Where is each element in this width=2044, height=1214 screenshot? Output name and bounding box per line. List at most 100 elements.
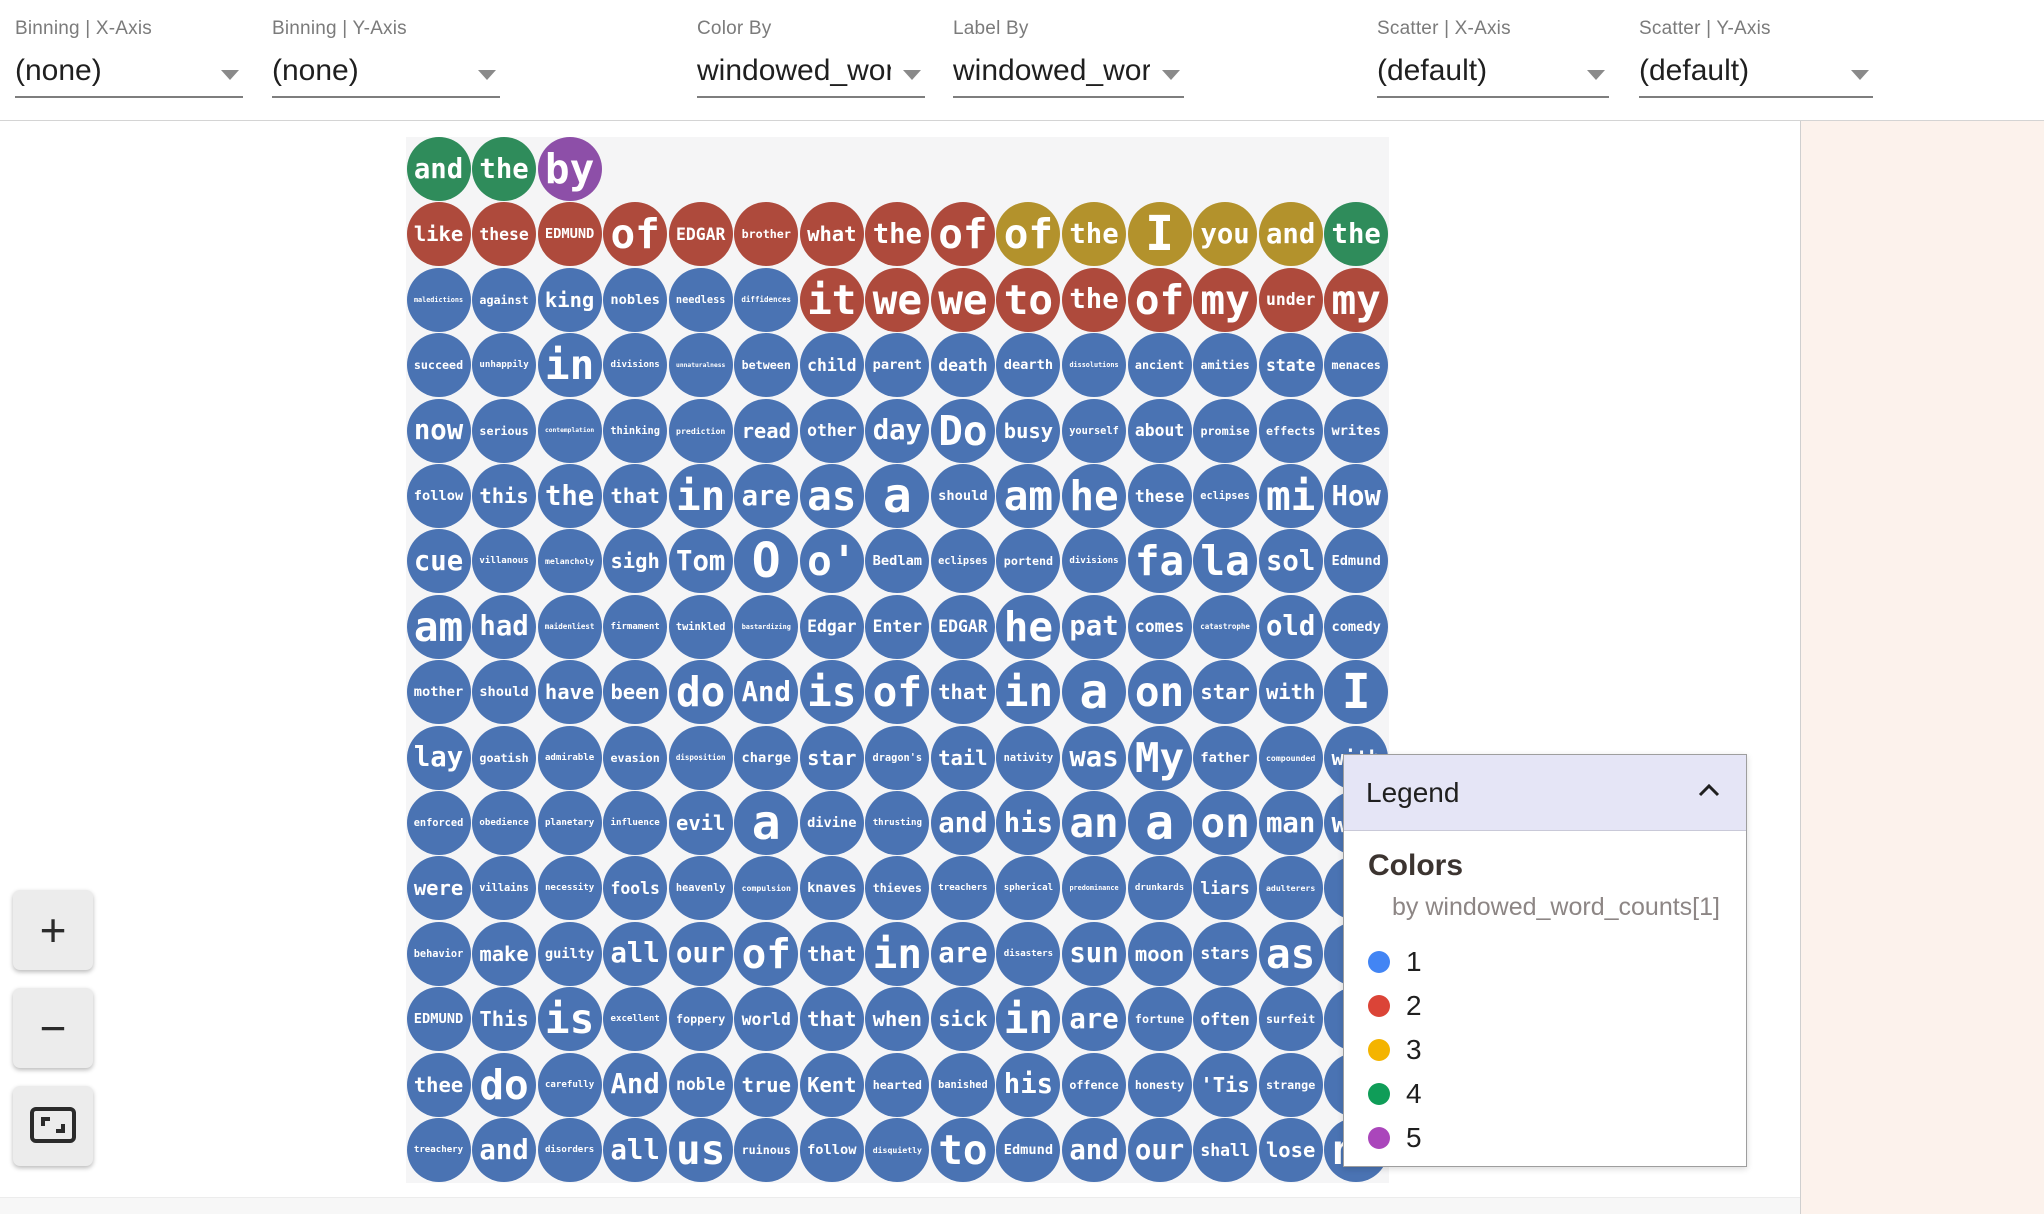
word-bubble[interactable]: against: [472, 267, 537, 332]
word-bubble[interactable]: eclipses: [930, 529, 995, 594]
chevron-up-icon[interactable]: [1694, 780, 1724, 805]
word-bubble[interactable]: had: [472, 594, 537, 659]
word-bubble[interactable]: do: [668, 660, 733, 725]
word-bubble[interactable]: in: [865, 921, 930, 986]
word-bubble[interactable]: of: [603, 202, 668, 267]
word-bubble[interactable]: is: [537, 987, 602, 1052]
dropdown-select[interactable]: windowed_word_counts[1]: [697, 50, 925, 98]
word-bubble[interactable]: you: [1193, 202, 1258, 267]
word-bubble[interactable]: I: [1127, 202, 1192, 267]
word-bubble[interactable]: day: [865, 398, 930, 463]
word-bubble[interactable]: death: [930, 333, 995, 398]
word-bubble[interactable]: Edgar: [799, 594, 864, 659]
word-bubble[interactable]: excellent: [603, 987, 668, 1052]
dropdown-select[interactable]: (default): [1377, 50, 1609, 98]
word-bubble[interactable]: and: [406, 137, 471, 201]
word-bubble[interactable]: child: [799, 333, 864, 398]
word-bubble[interactable]: nobles: [603, 267, 668, 332]
word-bubble[interactable]: these: [472, 202, 537, 267]
word-bubble[interactable]: o': [799, 529, 864, 594]
dropdown-scatter-x-axis[interactable]: Scatter | X-Axis(default): [1377, 18, 1609, 102]
word-bubble[interactable]: comes: [1127, 594, 1192, 659]
word-bubble[interactable]: the: [537, 464, 602, 528]
word-bubble[interactable]: divine: [799, 791, 864, 855]
word-bubble[interactable]: in: [668, 464, 733, 528]
word-bubble[interactable]: cue: [406, 529, 471, 594]
word-bubble[interactable]: man: [1258, 791, 1323, 855]
dropdown-scatter-y-axis[interactable]: Scatter | Y-Axis(default): [1639, 18, 1873, 102]
word-bubble[interactable]: mi: [1258, 464, 1323, 528]
word-bubble[interactable]: an: [1062, 791, 1126, 855]
word-bubble[interactable]: writes: [1324, 398, 1389, 463]
word-bubble[interactable]: How: [1324, 464, 1389, 528]
word-bubble[interactable]: about: [1127, 398, 1192, 463]
word-bubble[interactable]: heavenly: [668, 856, 733, 921]
word-bubble[interactable]: divisions: [1062, 529, 1126, 594]
word-bubble[interactable]: knaves: [799, 856, 864, 921]
word-bubble[interactable]: banished: [930, 1052, 995, 1117]
word-bubble[interactable]: were: [406, 856, 471, 921]
word-bubble[interactable]: are: [734, 464, 799, 528]
word-bubble[interactable]: we: [865, 267, 930, 332]
word-bubble[interactable]: when: [865, 987, 930, 1052]
word-bubble[interactable]: my: [1193, 267, 1258, 332]
word-bubble[interactable]: are: [930, 921, 995, 986]
word-bubble[interactable]: dissolutions: [1062, 333, 1126, 398]
word-bubble[interactable]: of: [996, 202, 1061, 267]
word-bubble[interactable]: EDGAR: [668, 202, 733, 267]
word-bubble[interactable]: old: [1258, 594, 1323, 659]
word-bubble[interactable]: dearth: [996, 333, 1061, 398]
word-bubble[interactable]: of: [930, 202, 995, 267]
word-bubble[interactable]: la: [1193, 529, 1258, 594]
word-bubble[interactable]: the: [472, 137, 537, 201]
word-bubble[interactable]: I: [1324, 660, 1389, 725]
word-bubble[interactable]: admirable: [537, 725, 602, 790]
word-bubble[interactable]: all: [603, 1118, 668, 1182]
word-bubble[interactable]: and: [930, 791, 995, 855]
word-bubble[interactable]: are: [1062, 987, 1126, 1052]
word-bubble[interactable]: amities: [1193, 333, 1258, 398]
word-bubble[interactable]: maledictions: [406, 267, 471, 332]
word-bubble[interactable]: of: [1127, 267, 1192, 332]
word-bubble[interactable]: goatish: [472, 725, 537, 790]
legend-header[interactable]: Legend: [1344, 755, 1746, 831]
word-bubble[interactable]: he: [1062, 464, 1126, 528]
word-bubble[interactable]: other: [799, 398, 864, 463]
word-bubble[interactable]: and: [1062, 1118, 1126, 1182]
word-bubble[interactable]: menaces: [1324, 333, 1389, 398]
word-bubble[interactable]: in: [996, 987, 1061, 1052]
word-bubble[interactable]: the: [1062, 267, 1126, 332]
word-bubble[interactable]: nativity: [996, 725, 1061, 790]
word-bubble[interactable]: he: [996, 594, 1061, 659]
word-bubble[interactable]: was: [1062, 725, 1126, 790]
word-bubble[interactable]: eclipses: [1193, 464, 1258, 528]
dropdown-select[interactable]: (none): [15, 50, 243, 98]
word-bubble[interactable]: firmament: [603, 594, 668, 659]
word-bubble[interactable]: as: [1258, 921, 1323, 986]
word-bubble[interactable]: enforced: [406, 791, 471, 855]
word-bubble[interactable]: of: [734, 921, 799, 986]
word-bubble[interactable]: often: [1193, 987, 1258, 1052]
word-bubble[interactable]: surfeit: [1258, 987, 1323, 1052]
word-bubble[interactable]: to: [930, 1118, 995, 1182]
word-bubble[interactable]: between: [734, 333, 799, 398]
word-bubble[interactable]: charge: [734, 725, 799, 790]
word-bubble[interactable]: diffidences: [734, 267, 799, 332]
word-bubble[interactable]: have: [537, 660, 602, 725]
word-bubble[interactable]: EDMUND: [537, 202, 602, 267]
word-bubble[interactable]: Edmund: [1324, 529, 1389, 594]
word-bubble[interactable]: villains: [472, 856, 537, 921]
word-bubble[interactable]: prediction: [668, 398, 733, 463]
word-bubble[interactable]: busy: [996, 398, 1061, 463]
word-bubble[interactable]: sun: [1062, 921, 1126, 986]
word-bubble[interactable]: unhappily: [472, 333, 537, 398]
word-bubble[interactable]: divisions: [603, 333, 668, 398]
word-bubble[interactable]: like: [406, 202, 471, 267]
word-bubble[interactable]: parent: [865, 333, 930, 398]
word-bubble[interactable]: influence: [603, 791, 668, 855]
word-bubble[interactable]: melancholy: [537, 529, 602, 594]
word-bubble[interactable]: treachers: [930, 856, 995, 921]
word-bubble[interactable]: contemplation: [537, 398, 602, 463]
